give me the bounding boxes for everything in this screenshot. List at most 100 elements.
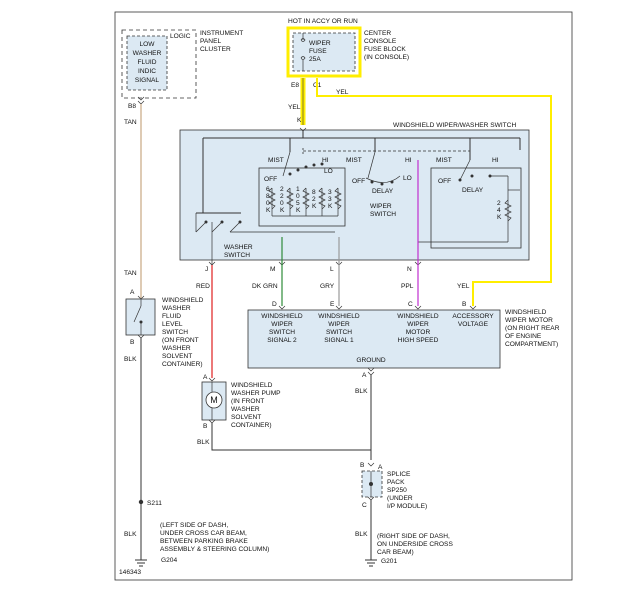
res-a-digit: 0 — [266, 200, 270, 207]
ground-left-location-line: UNDER CROSS CAR BEAM, — [160, 530, 247, 537]
sw2-mist: MIST — [346, 157, 362, 164]
pump-title-line: WASHER PUMP — [231, 390, 281, 397]
cluster-signal-line-4: INDIC — [138, 68, 156, 75]
pump-title-line: WASHER — [231, 406, 260, 413]
splice-pack-sp250: B A C SPLICE PACK SP250 (UNDER I/P MODUL… — [360, 462, 427, 510]
cluster-title-line-2: PANEL — [200, 38, 221, 45]
ppl-wire-label: PPL — [401, 283, 414, 290]
splice-title-line: I/P MODULE) — [387, 503, 427, 510]
tan-wire-label-lower: TAN — [124, 270, 137, 277]
fluid-title-line: WASHER — [162, 305, 191, 312]
res-c-digit: 5 — [296, 200, 300, 207]
cluster-signal-line-5: SIGNAL — [135, 77, 160, 84]
motor-title-line: (ON RIGHT REAR — [505, 325, 560, 332]
splice-pin-b: B — [360, 462, 365, 469]
pin-n: N — [407, 266, 412, 273]
motor-cell-2-line: SIGNAL 1 — [324, 337, 354, 344]
yel-label-right: YEL — [336, 89, 349, 96]
motor-title-line: WINDSHIELD — [505, 309, 547, 316]
motor-title-line: COMPARTMENT) — [505, 341, 558, 348]
motor-title-line: OF ENGINE — [505, 333, 542, 340]
splice-title-line: (UNDER — [387, 495, 413, 502]
pump-motor-circle — [205, 391, 223, 409]
fluid-pin-b: B — [130, 339, 135, 346]
ground-g201-label: G201 — [381, 558, 397, 565]
res-f-digit: 2 — [497, 200, 501, 207]
ground-left-location-line: ASSEMBLY & STEERING COLUMN) — [160, 546, 269, 553]
fluid-title-line: SWITCH — [162, 329, 188, 336]
pin-j: J — [205, 266, 208, 273]
figure-number: 146343 — [119, 569, 141, 576]
fuse-name-line-3: 25A — [309, 56, 321, 63]
pump-title-line: CONTAINER) — [231, 422, 272, 429]
fluid-title-line: (ON FRONT — [162, 337, 199, 344]
res-b-digit: 2 — [280, 193, 284, 200]
cluster-title-line-3: CLUSTER — [200, 46, 231, 53]
motor-cell-4-line: ACCESSORY — [452, 313, 494, 320]
cluster-logic-label: LOGIC — [170, 33, 191, 40]
splice-pin-c: C — [362, 502, 367, 509]
pump-title-line: WINDSHIELD — [231, 382, 273, 389]
pin-m: M — [270, 266, 276, 273]
fluid-title-line: LEVEL — [162, 321, 183, 328]
ground-right-location-line: ON UNDERSIDE CROSS — [377, 541, 453, 548]
yel-label-left: YEL — [288, 104, 301, 111]
fuse-block-title-1: CENTER — [364, 30, 391, 37]
splice-s211-label: S211 — [147, 500, 162, 507]
pump-blk-label: BLK — [197, 439, 210, 446]
fluid-title-line: WASHER — [162, 345, 191, 352]
pump-pin-a: A — [203, 374, 208, 381]
ground-g204-label: G204 — [161, 557, 177, 564]
fluid-title-line: FLUID — [162, 313, 181, 320]
motor-cell-1-line: SWITCH — [269, 329, 295, 336]
res-c-digit: K — [296, 207, 301, 214]
motor-cell-2-line: WIPER — [328, 321, 350, 328]
dkgrn-wire-label: DK GRN — [252, 283, 278, 290]
red-wire-label: RED — [196, 283, 210, 290]
splice-title-line: SP250 — [387, 487, 407, 494]
yel-motor-label: YEL — [457, 283, 470, 290]
res-d-digit: K — [312, 203, 317, 210]
sw1-hi: HI — [322, 157, 329, 164]
motor-title-line: WIPER MOTOR — [505, 317, 553, 324]
motor-cell-4-line: VOLTAGE — [458, 321, 489, 328]
ground-g201-symbol — [365, 559, 377, 567]
res-c-digit: 1 — [296, 186, 300, 193]
fluid-pin-a: A — [130, 289, 135, 296]
sw2-lo: LO — [403, 175, 412, 182]
pin-b-motor: B — [462, 301, 467, 308]
res-d-digit: 2 — [312, 196, 316, 203]
sw3-delay: DELAY — [462, 187, 484, 194]
washer-fluid-level-switch: A B WINDSHIELD WASHER FLUID LEVEL SWITCH… — [125, 289, 204, 368]
ground-right-location-line: (RIGHT SIDE OF DASH, — [377, 533, 450, 540]
cluster-signal-line-3: FLUID — [137, 59, 156, 66]
fluid-title-line: CONTAINER) — [162, 361, 203, 368]
pump-title-line: SOLVENT — [231, 414, 261, 421]
res-f-digit: 4 — [497, 207, 501, 214]
motor-cell-1-line: WINDSHIELD — [261, 313, 303, 320]
motor-ground-wire-label: BLK — [355, 388, 368, 395]
sw2-hi: HI — [405, 157, 412, 164]
fuse-hot-label: HOT IN ACCY OR RUN — [288, 18, 358, 25]
cluster-pin-b8: B8 — [128, 103, 136, 110]
cluster-signal-line-1: LOW — [139, 41, 155, 48]
res-d-digit: 8 — [312, 189, 316, 196]
wiper-washer-switch: WINDSHIELD WIPER/WASHER SWITCH MIST HI O… — [179, 122, 530, 265]
connector-arrow — [137, 96, 145, 101]
splice-title-line: PACK — [387, 479, 405, 486]
diagram-frame — [114, 11, 573, 581]
res-e-digit: K — [328, 203, 333, 210]
sw1-mist: MIST — [268, 157, 284, 164]
connector-arrow — [137, 100, 145, 105]
ground-left-location-line: BETWEEN PARKING BRAKE — [160, 538, 248, 545]
fuse-name-line-1: WIPER — [309, 40, 331, 47]
motor-cell-3-line: MOTOR — [406, 329, 431, 336]
fluid-title-line: WINDSHIELD — [162, 297, 204, 304]
yel-wire-to-motor — [316, 78, 552, 306]
cluster-signal-line-2: WASHER — [133, 50, 162, 57]
motor-cell-3-line: WINDSHIELD — [397, 313, 439, 320]
motor-cell-2-line: SWITCH — [326, 329, 352, 336]
windshield-wiper-motor: WINDSHIELD WIPER SWITCH SIGNAL 2 WINDSHI… — [247, 305, 560, 369]
pin-c: C — [408, 301, 413, 308]
